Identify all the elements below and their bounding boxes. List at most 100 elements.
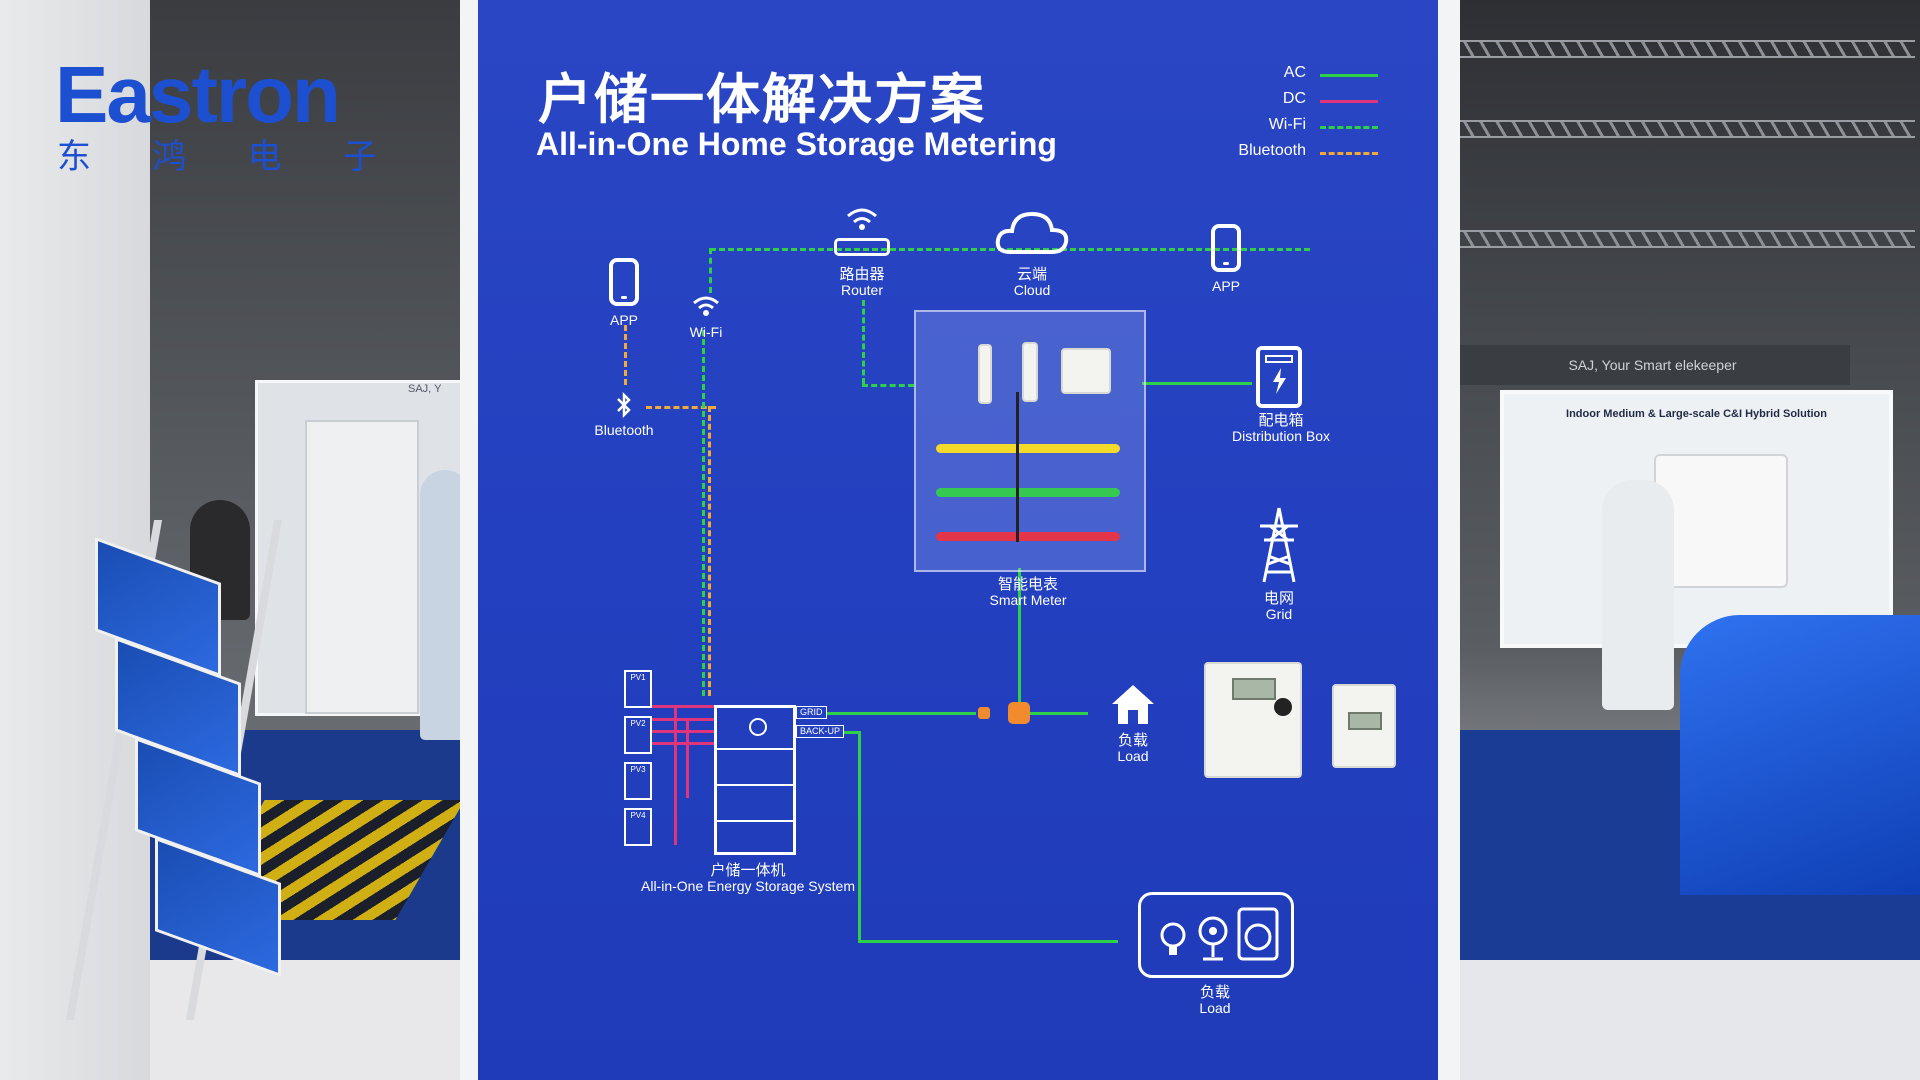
load2-label: 负载 Load	[1180, 984, 1250, 1016]
legend-item-wifi: Wi-Fi	[1198, 116, 1378, 142]
load-label-en: Load	[1117, 748, 1149, 764]
grid-label-en: Grid	[1265, 606, 1293, 622]
wifi-icon	[693, 296, 719, 316]
power-tower-icon	[1260, 507, 1298, 583]
right-booth-banner: SAJ, Your Smart elekeeper	[1455, 345, 1850, 385]
ac-line	[858, 940, 1118, 943]
app-left-label: APP	[609, 312, 638, 328]
right-white-floor	[1450, 960, 1920, 1080]
ac-line	[1008, 712, 1088, 715]
wifi-link	[702, 330, 705, 696]
legend-label: Wi-Fi	[1268, 116, 1306, 133]
router-label: 路由器 Router	[818, 266, 906, 298]
left-exhibition-hall: SAJ, Y Eastron 东 鸿 电 子	[0, 0, 471, 1080]
appliances-load-icon	[1138, 892, 1294, 978]
dc-line	[686, 718, 689, 798]
energy-storage-unit	[714, 705, 796, 855]
dc-line	[650, 718, 714, 721]
distribution-box-icon	[1256, 346, 1302, 408]
right-booth-display: Indoor Medium & Large-scale C&I Hybrid S…	[1500, 390, 1893, 648]
bluetooth-link	[646, 406, 716, 409]
grid-port-tag: GRID	[796, 706, 827, 719]
app-right-label: APP	[1211, 278, 1240, 294]
left-booth-sign: SAJ, Y	[408, 383, 442, 395]
meter-screen	[1232, 678, 1276, 700]
wifi-link	[862, 300, 865, 384]
smart-meter-label-en: Smart Meter	[989, 592, 1067, 608]
outlet-icon	[1008, 702, 1030, 724]
ct-sensor	[1022, 342, 1038, 402]
yellow-cable	[936, 444, 1120, 453]
distribution-box-label-cn: 配电箱	[1258, 411, 1304, 429]
ceiling-truss	[1455, 120, 1915, 138]
brochure-rack	[40, 520, 283, 1020]
legend-line-ac	[1320, 74, 1378, 77]
distribution-box-label-en: Distribution Box	[1231, 428, 1331, 444]
cloud-label-en: Cloud	[1013, 282, 1051, 298]
cloud-label-cn: 云端	[1016, 265, 1047, 283]
logo-chinese: 东 鸿 电 子	[57, 129, 377, 178]
ess-divider	[717, 784, 793, 786]
ess-label: 户储一体机 All-in-One Energy Storage System	[628, 862, 868, 894]
din-meter	[1332, 684, 1396, 768]
lightning-icon	[1265, 355, 1293, 394]
logo-char: 电	[247, 137, 282, 177]
ct-wiring	[1016, 392, 1041, 542]
ess-label-cn: 户储一体机	[710, 861, 786, 879]
legend: AC DC Wi-Fi Bluetooth	[1198, 64, 1378, 168]
grid-label: 电网 Grid	[1244, 590, 1314, 622]
dc-line	[674, 705, 677, 845]
load-label: 负载 Load	[1098, 732, 1168, 764]
cloud-icon	[995, 211, 1069, 254]
dc-line	[650, 705, 714, 708]
visitor-person	[1602, 480, 1674, 710]
wifi-link	[862, 384, 914, 387]
load2-label-en: Load	[1199, 1000, 1231, 1016]
bluetooth-label: Bluetooth	[594, 422, 654, 438]
pv-panel: PV4	[624, 808, 652, 846]
left-white-wall	[0, 0, 150, 1080]
pv-panel: PV1	[624, 670, 652, 708]
dc-line	[650, 742, 714, 745]
smart-meter-label-cn: 智能电表	[997, 575, 1058, 593]
load-label-cn: 负载	[1117, 731, 1148, 749]
plug-icon	[978, 707, 990, 719]
smartphone-icon	[609, 258, 639, 306]
cloud-label: 云端 Cloud	[988, 266, 1076, 298]
legend-line-dc	[1320, 100, 1378, 103]
ac-line	[1018, 568, 1021, 708]
bluetooth-link	[624, 325, 627, 385]
exhibition-panel: 户储一体解决方案 All-in-One Home Storage Meterin…	[478, 0, 1438, 1080]
meter-connector	[1274, 698, 1292, 716]
inverter-cabinet	[305, 420, 419, 714]
din-rail-meter	[1061, 348, 1111, 394]
ac-line	[858, 731, 861, 942]
bluetooth-link	[708, 406, 711, 696]
appliance-icons	[1160, 907, 1279, 961]
ceiling-truss	[1455, 40, 1915, 58]
load2-label-cn: 负载	[1199, 983, 1230, 1001]
ess-divider	[717, 820, 793, 822]
backup-port-tag: BACK-UP	[796, 725, 845, 738]
logo-char: 子	[342, 137, 377, 177]
legend-item-dc: DC	[1198, 90, 1378, 116]
router-signal-icon	[847, 208, 877, 230]
legend-label: DC	[1282, 90, 1306, 107]
ceiling-truss	[1455, 230, 1915, 248]
router-label-cn: 路由器	[839, 265, 885, 283]
router-icon	[834, 238, 890, 256]
dc-line	[650, 730, 714, 733]
legend-label: Bluetooth	[1238, 142, 1306, 159]
wifi-link	[709, 248, 712, 293]
eastron-logo: Eastron 东 鸿 电 子	[55, 55, 385, 178]
wifi-link	[710, 248, 1310, 251]
smart-meter-label: 智能电表 Smart Meter	[968, 576, 1088, 608]
legend-line-wifi	[1320, 126, 1378, 129]
legend-line-bluetooth	[1320, 152, 1378, 155]
green-cable	[936, 488, 1120, 497]
logo-char: 东	[57, 137, 91, 177]
right-booth-title: Indoor Medium & Large-scale C&I Hybrid S…	[1566, 408, 1827, 420]
panel-title-cn: 户储一体解决方案	[538, 68, 986, 131]
ess-indicator	[749, 718, 767, 736]
